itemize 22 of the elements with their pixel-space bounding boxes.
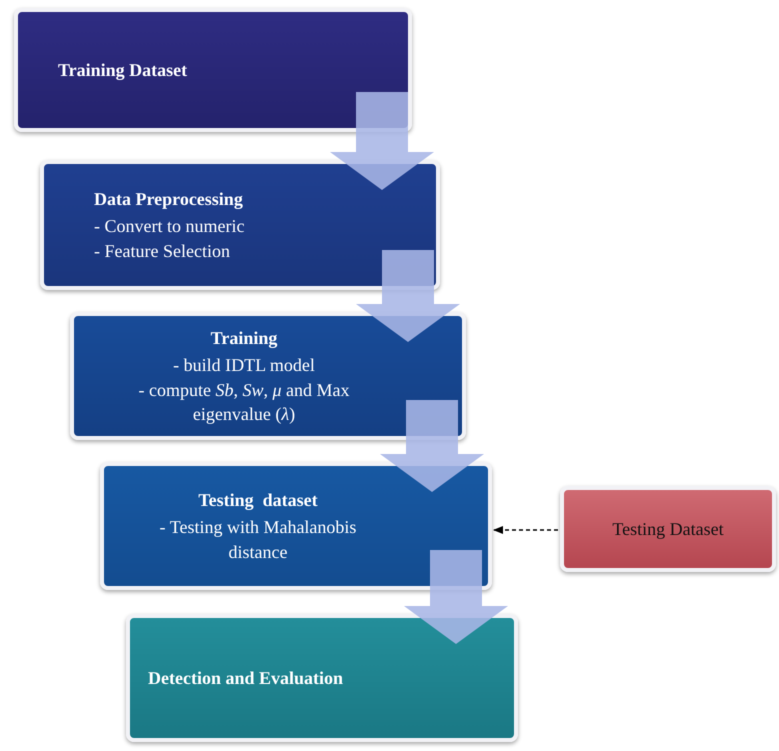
box-heading: Training: [210, 326, 278, 350]
arrow: [493, 526, 558, 534]
box-text: Testing Dataset: [612, 518, 724, 541]
box-text: - Testing with Mahalanobis distance: [158, 516, 358, 564]
process-box: [560, 486, 776, 572]
box-text: Detection and Evaluation: [148, 666, 344, 690]
block-arrow: [380, 400, 484, 492]
process-box: [126, 614, 518, 742]
box-text: - Convert to numeric: [94, 215, 244, 238]
process-box: [100, 462, 492, 590]
process-box: [70, 312, 466, 440]
block-arrow: [356, 250, 460, 342]
box-text: - build IDTL model: [172, 354, 316, 378]
box-text: - compute Sb, Sw, μ and Max eigenvalue (λ): [137, 378, 351, 426]
block-arrow: [404, 550, 508, 644]
box-text: - Feature Selection: [94, 240, 230, 263]
process-box: [14, 8, 412, 132]
block-arrow: [330, 92, 434, 190]
box-heading: Data Preprocessing: [94, 188, 243, 212]
process-box: [40, 160, 440, 290]
box-heading: Testing dataset: [197, 489, 319, 512]
box-text: Training Dataset: [58, 58, 188, 82]
